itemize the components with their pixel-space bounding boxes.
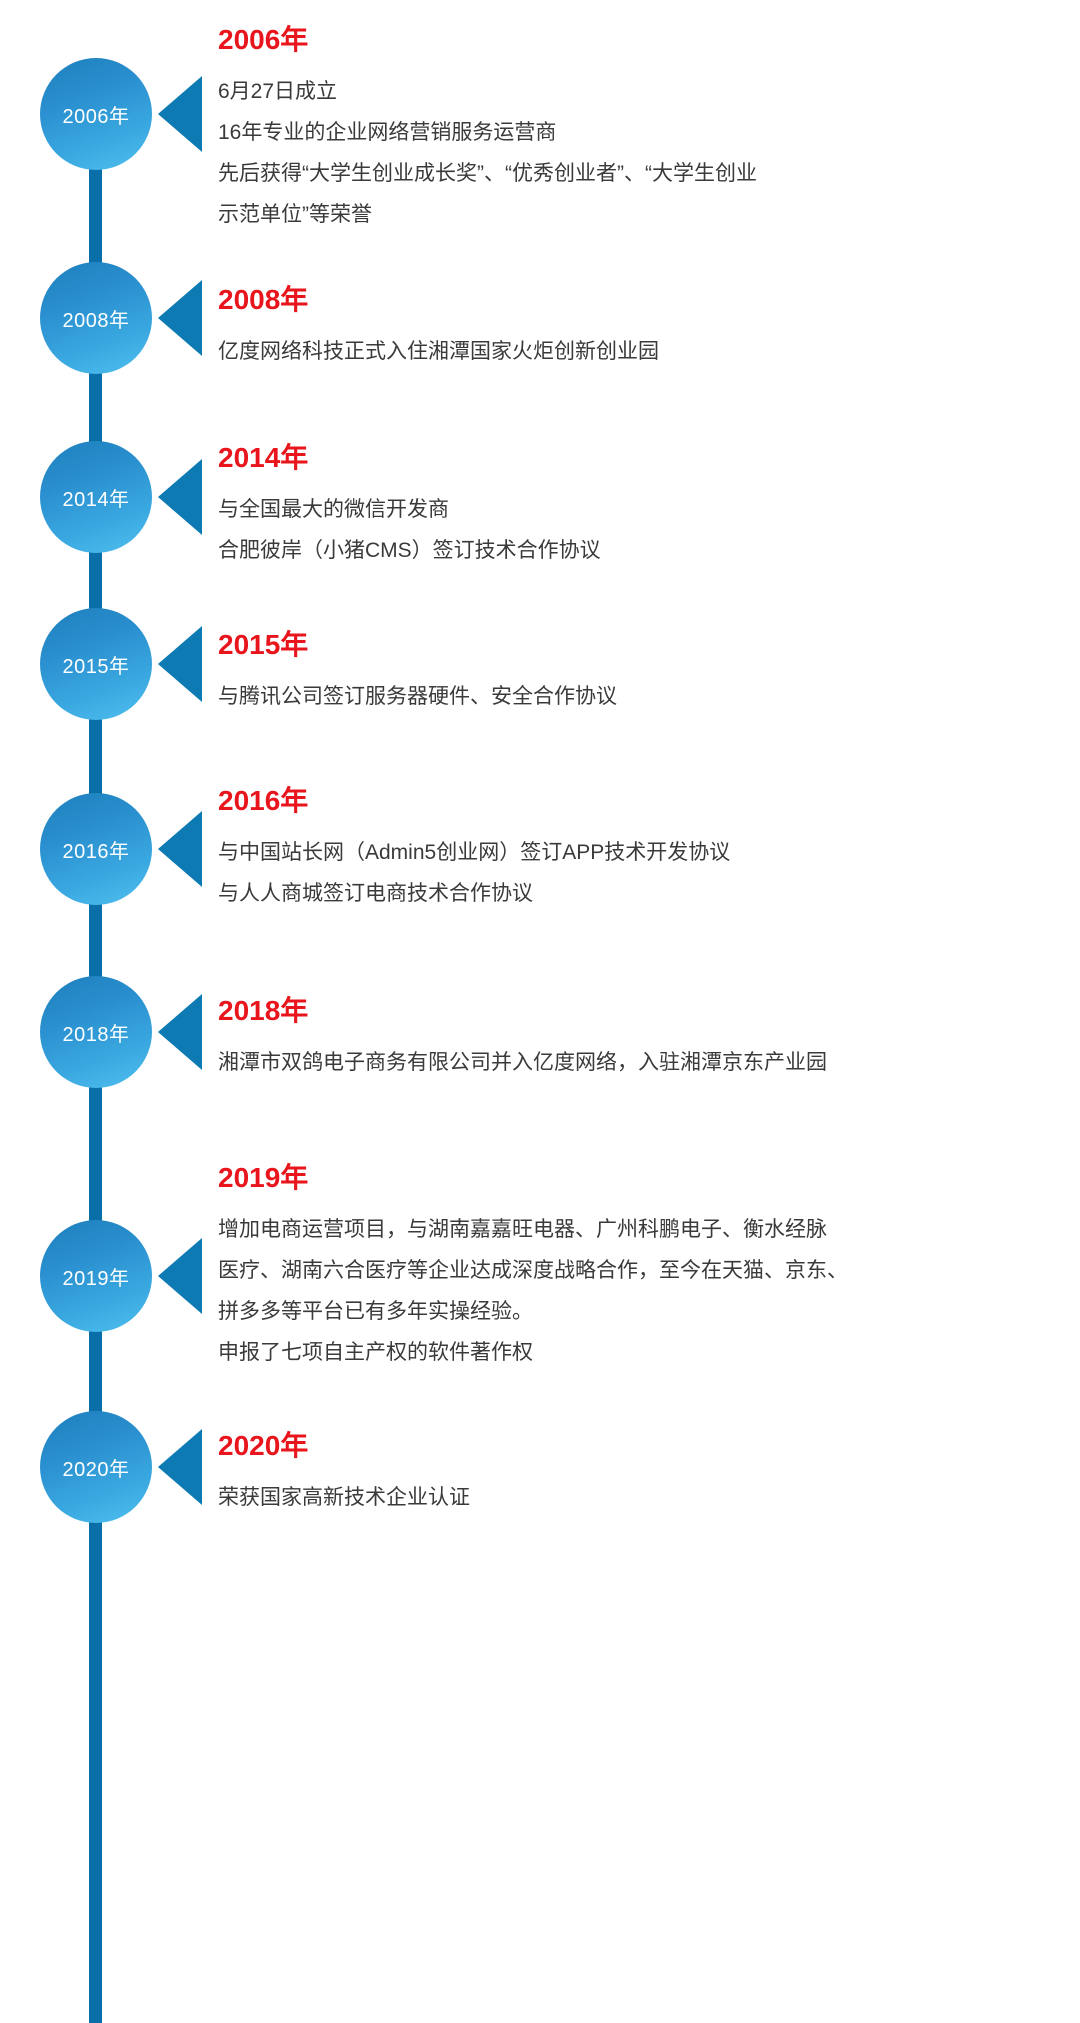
timeline-arrow-icon [158, 1238, 202, 1314]
timeline-content-2018: 2018年 湘潭市双鸽电子商务有限公司并入亿度网络，入驻湘潭京东产业园 [218, 993, 1068, 1083]
timeline-arrow-icon [158, 76, 202, 152]
timeline-year-heading: 2014年 [218, 442, 309, 473]
timeline-content-2014: 2014年 与全国最大的微信开发商 合肥彼岸（小猪CMS）签订技术合作协议 [218, 440, 1068, 571]
timeline-arrow-icon [158, 280, 202, 356]
timeline-body-line: 湘潭市双鸽电子商务有限公司并入亿度网络，入驻湘潭京东产业园 [218, 1051, 827, 1074]
timeline-arrow-icon [158, 459, 202, 535]
timeline-node-label: 2006年 [62, 105, 130, 128]
timeline-body-line: 与全国最大的微信开发商 [218, 498, 449, 521]
timeline-arrow-icon [158, 626, 202, 702]
timeline-year-heading: 2018年 [218, 995, 309, 1026]
timeline-node-2019[interactable]: 2019年 [40, 1220, 152, 1332]
timeline-node-label: 2015年 [62, 655, 130, 678]
timeline-body-line: 示范单位”等荣誉 [218, 203, 372, 226]
timeline-body-line: 16年专业的企业网络营销服务运营商 [218, 121, 557, 144]
timeline-content-2016: 2016年 与中国站长网（Admin5创业网）签订APP技术开发协议 与人人商城… [218, 783, 1068, 914]
timeline-body-line: 先后获得“大学生创业成长奖”、“优秀创业者”、“大学生创业 [218, 162, 757, 185]
timeline-year-heading: 2019年 [218, 1162, 309, 1193]
timeline-node-2015[interactable]: 2015年 [40, 608, 152, 720]
timeline-body-line: 拼多多等平台已有多年实操经验。 [218, 1300, 533, 1323]
timeline-node-label: 2016年 [62, 840, 130, 863]
timeline-node-label: 2008年 [62, 309, 130, 332]
timeline-node-label: 2018年 [62, 1023, 130, 1046]
timeline-content-2019: 2019年 增加电商运营项目，与湖南嘉嘉旺电器、广州科鹏电子、衡水经脉 医疗、湖… [218, 1160, 1068, 1373]
timeline-body-line: 医疗、湖南六合医疗等企业达成深度战略合作，至今在天猫、京东、 [218, 1259, 848, 1282]
timeline-node-label: 2014年 [62, 488, 130, 511]
timeline-content-2020: 2020年 荣获国家高新技术企业认证 [218, 1428, 1068, 1518]
timeline-year-heading: 2016年 [218, 785, 309, 816]
timeline-node-2016[interactable]: 2016年 [40, 793, 152, 905]
timeline-arrow-icon [158, 1429, 202, 1505]
timeline-body-line: 与腾讯公司签订服务器硬件、安全合作协议 [218, 685, 617, 708]
timeline-body-line: 荣获国家高新技术企业认证 [218, 1486, 470, 1509]
timeline-node-2014[interactable]: 2014年 [40, 441, 152, 553]
timeline-content-2006: 2006年 6月27日成立 16年专业的企业网络营销服务运营商 先后获得“大学生… [218, 22, 1068, 235]
timeline-content-2015: 2015年 与腾讯公司签订服务器硬件、安全合作协议 [218, 627, 1068, 717]
timeline-node-2006[interactable]: 2006年 [40, 58, 152, 170]
timeline-year-heading: 2006年 [218, 24, 309, 55]
timeline-node-2008[interactable]: 2008年 [40, 262, 152, 374]
timeline-arrow-icon [158, 994, 202, 1070]
timeline-node-2020[interactable]: 2020年 [40, 1411, 152, 1523]
timeline-year-heading: 2020年 [218, 1430, 309, 1461]
timeline-year-heading: 2008年 [218, 284, 309, 315]
timeline-node-2018[interactable]: 2018年 [40, 976, 152, 1088]
timeline-node-label: 2019年 [62, 1267, 130, 1290]
timeline-body-line: 增加电商运营项目，与湖南嘉嘉旺电器、广州科鹏电子、衡水经脉 [218, 1218, 827, 1241]
timeline-body-line: 与人人商城签订电商技术合作协议 [218, 882, 533, 905]
timeline-body-line: 与中国站长网（Admin5创业网）签订APP技术开发协议 [218, 841, 731, 864]
timeline-body-line: 亿度网络科技正式入住湘潭国家火炬创新创业园 [218, 340, 659, 363]
timeline-body-line: 6月27日成立 [218, 80, 338, 103]
timeline-node-label: 2020年 [62, 1458, 130, 1481]
timeline-arrow-icon [158, 811, 202, 887]
timeline-content-2008: 2008年 亿度网络科技正式入住湘潭国家火炬创新创业园 [218, 282, 1068, 372]
timeline-body-line: 合肥彼岸（小猪CMS）签订技术合作协议 [218, 539, 601, 562]
timeline-year-heading: 2015年 [218, 629, 309, 660]
timeline-body-line: 申报了七项自主产权的软件著作权 [218, 1341, 533, 1364]
